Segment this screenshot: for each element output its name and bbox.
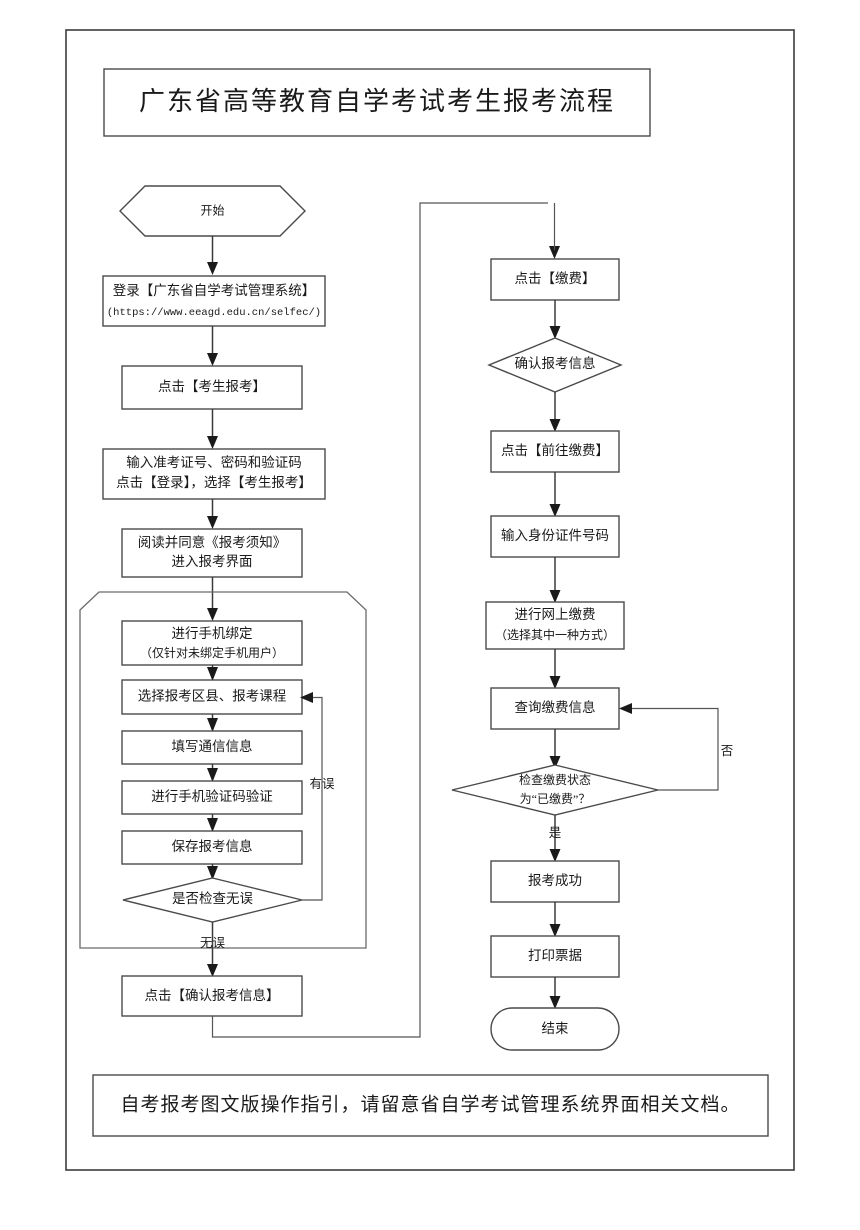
node-select-district-courses-label: 选择报考区县、报考课程	[138, 689, 287, 704]
arrowhead-fill-contact	[207, 718, 218, 732]
edge-label-no: 否	[721, 744, 734, 758]
node-check-payment-status-line1: 检查缴费状态	[519, 772, 591, 787]
node-fill-contact-label: 填写通信信息	[172, 738, 253, 754]
edge-label-error: 有误	[309, 777, 335, 791]
edge-error-loop	[302, 696, 323, 901]
node-print-receipt-shape	[490, 935, 620, 978]
node-end-label: 结束	[542, 1021, 570, 1036]
node-confirm-info-label: 确认报考信息	[515, 355, 596, 371]
page-title: 广东省高等教育自学考试考生报考流程	[139, 87, 615, 116]
node-read-notice-line1: 阅读并同意《报考须知》	[138, 534, 287, 550]
arrowhead-click-pay	[549, 246, 560, 259]
node-end-shape	[490, 1007, 620, 1051]
arrowhead-end	[549, 996, 561, 1009]
node-read-notice-line2: 进入报考界面	[172, 554, 253, 569]
node-login-label-line2: (https://www.eeagd.edu.cn/selfec/)	[107, 307, 321, 319]
node-start-label: 开始	[200, 203, 224, 217]
node-check-payment-status-line2: 为“已缴费”？	[520, 791, 591, 806]
arrowhead-no-loop	[619, 703, 632, 714]
arrowhead-credentials	[207, 436, 218, 449]
node-start-shape	[119, 185, 306, 237]
arrowhead-error-loop	[300, 692, 313, 703]
edge-no-loop	[625, 707, 719, 791]
arrowhead-print-receipt	[549, 924, 561, 937]
arrowhead-click-exam-reg	[207, 353, 218, 366]
node-save-registration-label: 保存报考信息	[172, 838, 253, 854]
node-online-payment-line1: 进行网上缴费	[515, 607, 596, 622]
node-login-label-line1: 登录【广东省自学考试管理系统】	[113, 283, 316, 298]
node-bind-phone-shape	[121, 620, 303, 666]
node-query-payment-label: 查询缴费信息	[515, 699, 596, 715]
node-input-credentials-line2: 点击【登录】，选择【考生报考】	[116, 475, 312, 490]
node-bind-phone-line2: （仅针对未绑定手机用户）	[140, 645, 284, 660]
arrowhead-query-payment	[549, 676, 561, 689]
arrowhead-bind-phone	[207, 608, 218, 621]
arrowhead-input-id	[549, 504, 561, 517]
edge-label-yes: 是	[549, 826, 562, 840]
arrowhead-read-notice	[207, 516, 218, 529]
node-go-to-pay-shape	[490, 430, 620, 473]
arrowhead-save-registration	[207, 818, 218, 832]
node-registration-success-label: 报考成功	[528, 873, 582, 888]
node-verify-sms-code-label: 进行手机验证码验证	[151, 789, 273, 804]
node-save-registration-shape	[121, 830, 303, 865]
node-input-id-number-label: 输入身份证件号码	[501, 528, 609, 543]
arrowhead-confirm-registration	[207, 964, 218, 977]
arrowhead-confirm-info	[549, 326, 561, 339]
node-online-payment-line2: （选择其中一种方式）	[495, 627, 615, 642]
arrowhead-check-payment-status	[549, 756, 561, 769]
arrowhead-check-correct	[207, 866, 218, 880]
group-box-registration-steps	[79, 591, 367, 949]
node-input-id-number-shape	[490, 515, 620, 558]
node-click-pay-label: 点击【缴费】	[515, 271, 596, 286]
node-read-notice-shape	[121, 528, 303, 578]
node-input-credentials-line1: 输入准考证号、密码和验证码	[126, 454, 302, 470]
arrowhead-registration-success	[549, 849, 561, 862]
node-print-receipt-label: 打印票据	[528, 947, 582, 963]
node-login-shape	[102, 275, 326, 327]
title-box	[103, 68, 651, 137]
node-click-pay-shape	[490, 258, 620, 301]
arrowhead-online-payment	[549, 590, 561, 603]
node-go-to-pay-label: 点击【前往缴费】	[501, 442, 609, 458]
node-online-payment-shape	[485, 601, 625, 650]
node-input-credentials-shape	[102, 448, 326, 500]
arrowhead-select-district	[207, 667, 218, 681]
arrowhead-go-to-pay	[549, 419, 561, 432]
node-bind-phone-line1: 进行手机绑定	[172, 626, 253, 641]
node-confirm-registration-label: 点击【确认报考信息】	[145, 987, 280, 1003]
edge-label-no-error: 无误	[200, 936, 226, 950]
page-frame	[65, 29, 795, 1171]
edge-left-to-right-column	[211, 202, 548, 1038]
node-verify-sms-code-shape	[121, 780, 303, 815]
footer-note-text: 自考报考图文版操作指引，请留意省自学考试管理系统界面相关文档。	[120, 1093, 740, 1115]
node-click-exam-reg-label: 点击【考生报考】	[158, 379, 266, 394]
arrowhead-verify-sms	[207, 768, 218, 782]
footer-note-box	[92, 1074, 769, 1137]
arrowhead-login	[207, 262, 218, 275]
node-registration-success-shape	[490, 860, 620, 903]
node-click-exam-reg-shape	[121, 365, 303, 410]
node-check-correct-label: 是否检查无误	[172, 891, 253, 906]
node-select-district-courses-shape	[121, 679, 303, 715]
